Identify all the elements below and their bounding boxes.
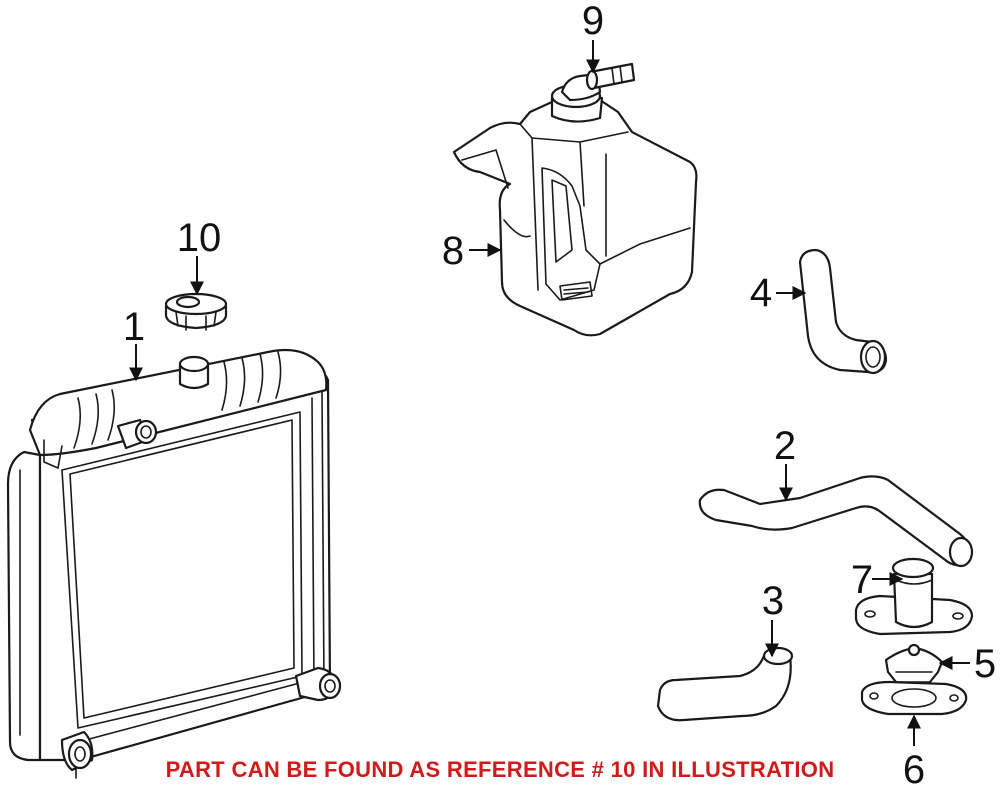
hose-4	[798, 248, 888, 375]
callout-6: 6	[903, 748, 925, 788]
callout-5: 5	[974, 642, 996, 686]
callout-4: 4	[750, 271, 772, 315]
callout-8: 8	[442, 229, 464, 273]
coolant-reservoir	[452, 62, 698, 337]
hose-2	[698, 475, 974, 568]
radiator	[6, 348, 342, 779]
callout-1: 1	[123, 305, 145, 349]
callout-7: 7	[851, 558, 873, 602]
leader-lines	[129, 40, 970, 746]
callout-10: 10	[177, 216, 222, 260]
radiator-cap	[164, 292, 228, 331]
callout-2: 2	[774, 424, 796, 468]
callout-9: 9	[582, 0, 604, 43]
thermostat-housing	[854, 557, 974, 636]
hose-3	[656, 646, 794, 722]
callout-3: 3	[762, 579, 784, 623]
gasket	[860, 680, 968, 716]
reference-note: PART CAN BE FOUND AS REFERENCE # 10 IN I…	[166, 757, 835, 782]
